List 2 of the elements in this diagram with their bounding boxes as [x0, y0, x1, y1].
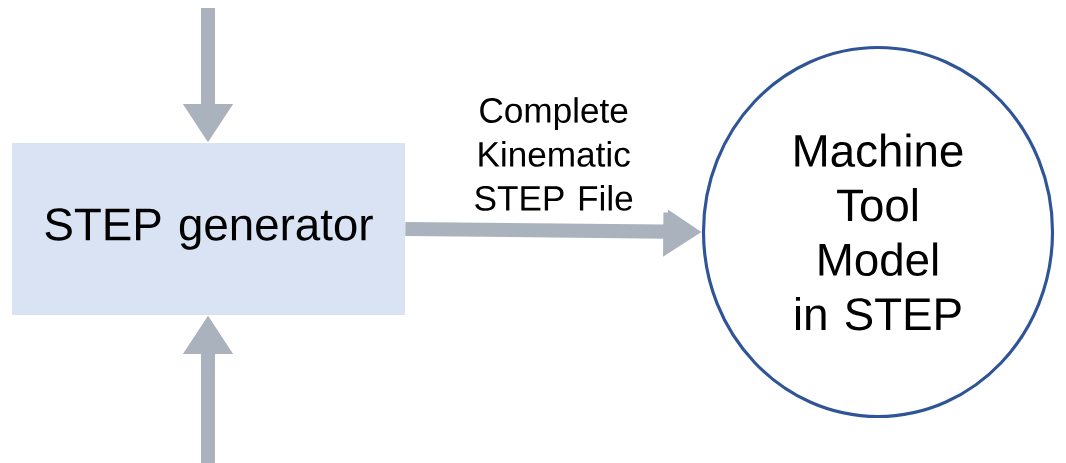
edge-label: Complete Kinematic STEP File	[439, 95, 668, 213]
process-box: STEP generator	[12, 143, 405, 315]
